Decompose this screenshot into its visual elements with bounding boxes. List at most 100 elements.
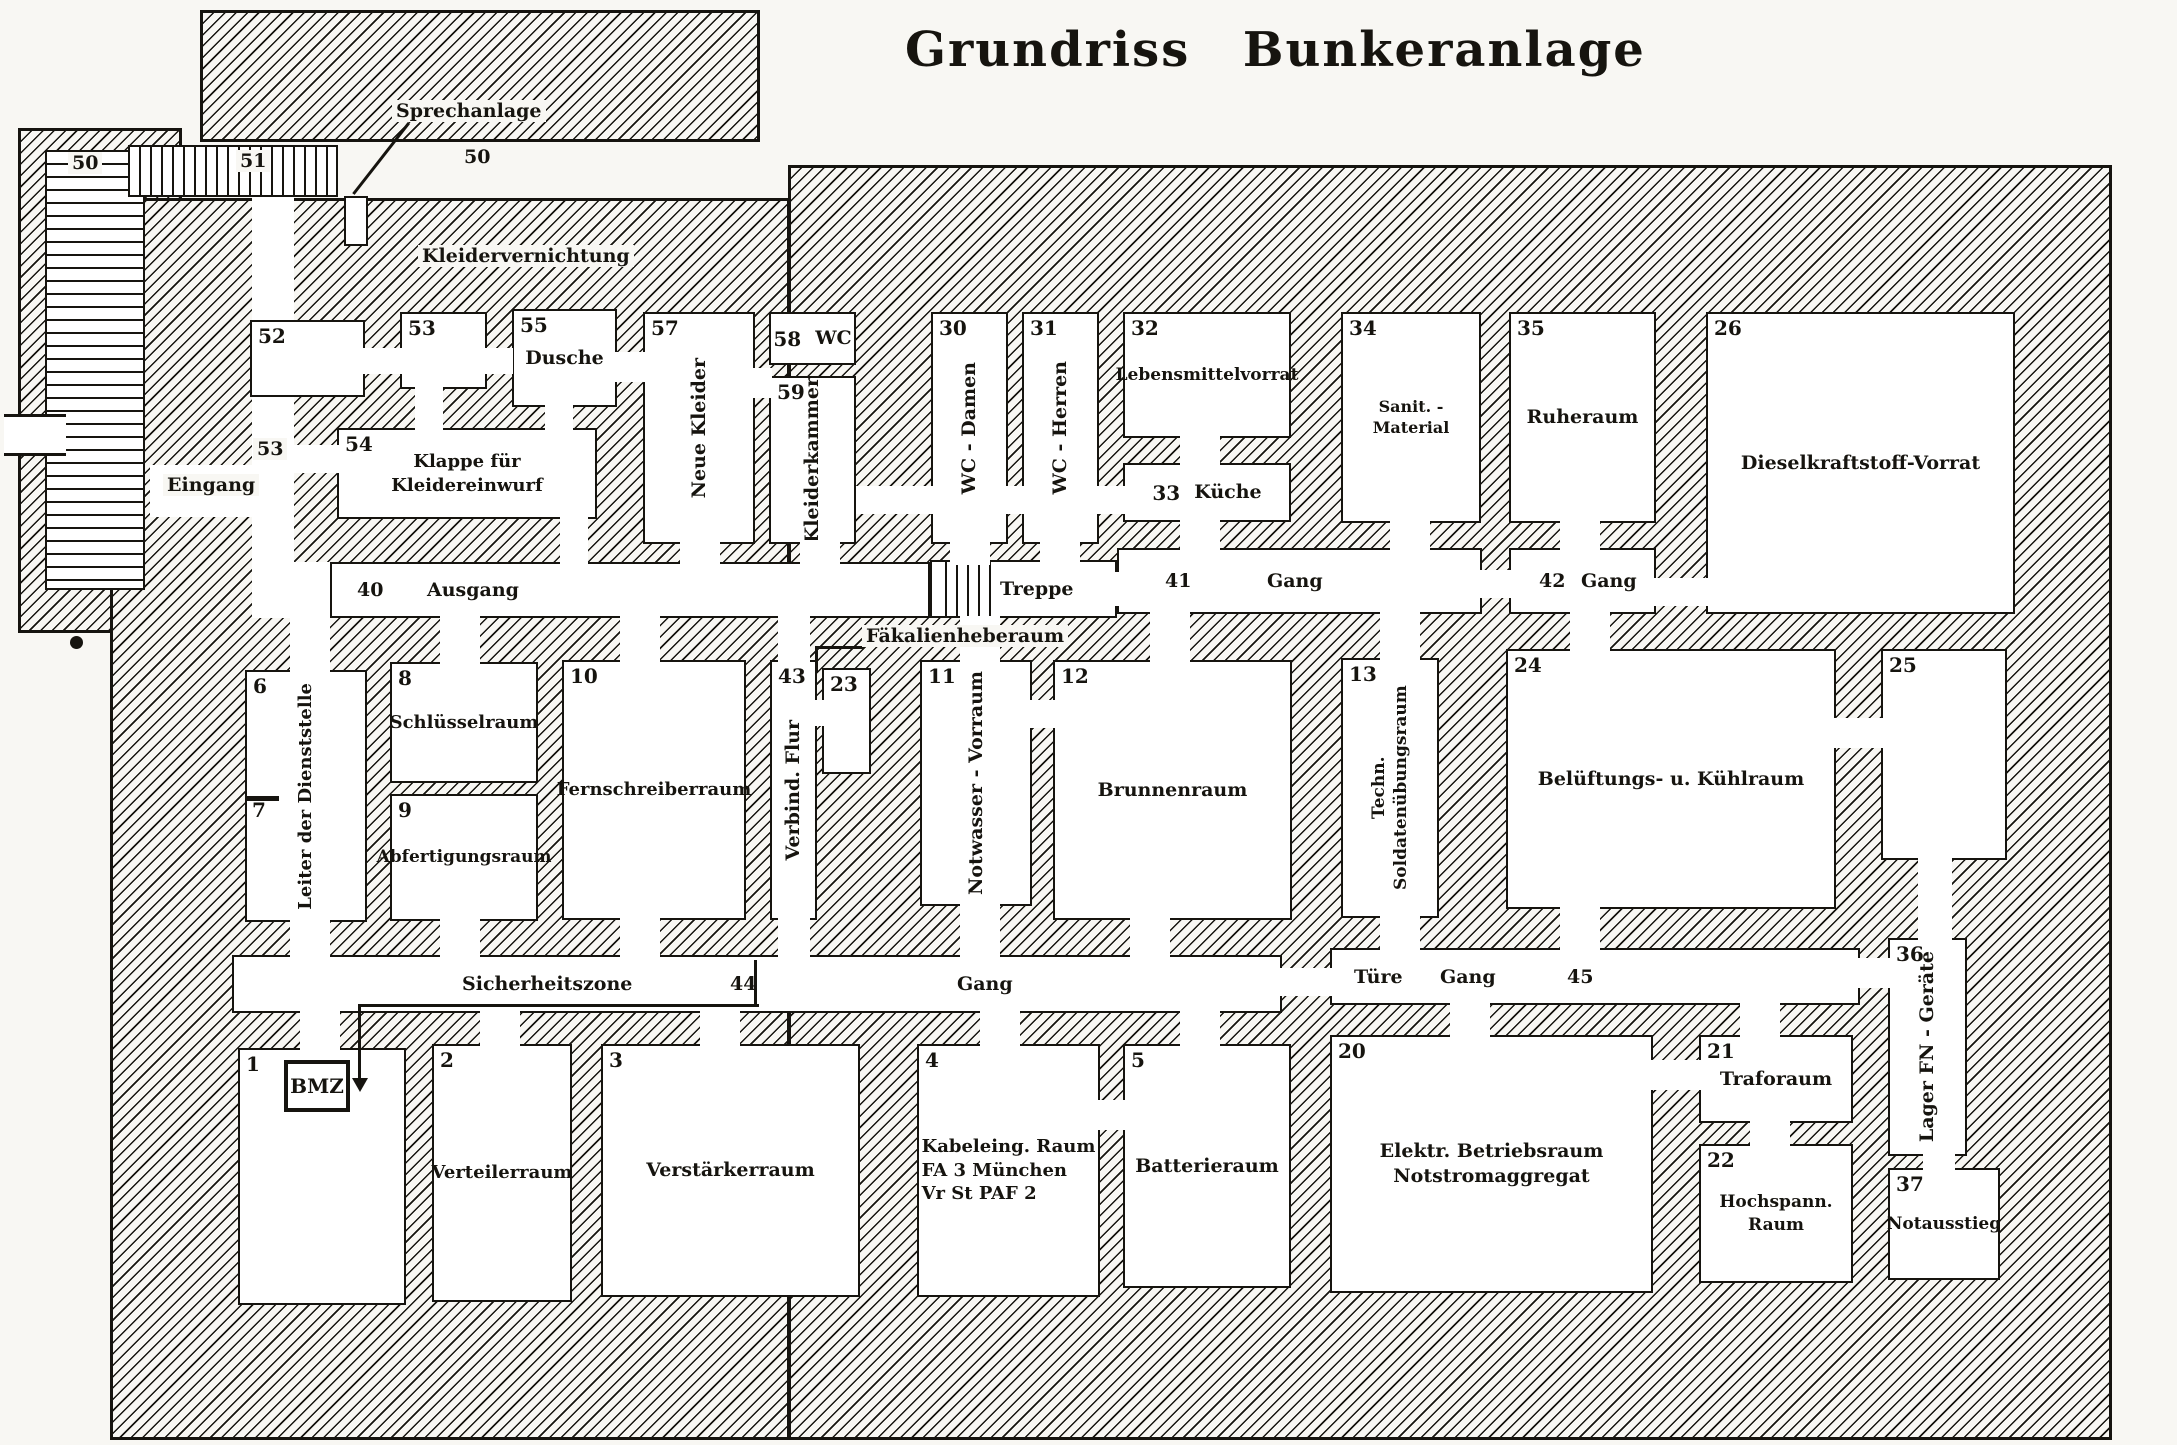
room-number: 20 <box>1338 1039 1366 1063</box>
door-opening-49 <box>1450 1002 1490 1038</box>
room-label: Fernschreiberraum <box>556 779 752 801</box>
room-number: 3 <box>609 1048 623 1072</box>
door-opening-3 <box>415 387 443 431</box>
door-opening-28 <box>1380 611 1420 661</box>
room-number: 9 <box>398 798 412 822</box>
door-opening-7 <box>752 368 772 398</box>
corridor-label: Ausgang <box>427 579 519 601</box>
room-number: 43 <box>778 664 806 688</box>
door-opening-16 <box>1180 518 1220 551</box>
room-number: 13 <box>1349 662 1377 686</box>
door-opening-31 <box>1918 856 1952 941</box>
door-opening-46 <box>700 1010 740 1047</box>
room-label: Hochspann. Raum <box>1719 1192 1833 1235</box>
corridor-label: Gang <box>1581 570 1637 592</box>
room-label: Belüftungs- u. Kühlraum <box>1537 767 1805 790</box>
corridor-label: Gang <box>1440 965 1496 988</box>
annotation-line-1 <box>818 646 864 649</box>
corridor-label: Treppe <box>1000 578 1074 600</box>
room-23: 23 <box>822 668 871 774</box>
room-number: 52 <box>258 324 286 348</box>
room-number: 12 <box>1061 664 1089 688</box>
door-opening-12 <box>680 540 720 565</box>
door-opening-23 <box>440 616 480 665</box>
door-opening-24 <box>620 616 660 663</box>
door-opening-37 <box>778 918 810 958</box>
door-opening-1 <box>485 348 513 374</box>
door-opening-41 <box>1380 914 1420 958</box>
staircase-2 <box>936 562 991 616</box>
door-opening-36 <box>620 918 660 958</box>
room-number: 58 <box>773 326 802 351</box>
room-53: 53 <box>400 312 487 389</box>
room-number: 10 <box>570 664 598 688</box>
door-opening-21 <box>1108 572 1120 606</box>
door-opening-9 <box>1000 486 1025 514</box>
room-label: Ruheraum <box>1526 406 1639 429</box>
door-opening-11 <box>1180 436 1220 465</box>
room-label: Verbind. Flur <box>782 719 805 861</box>
room-number: 32 <box>1131 316 1159 340</box>
door-opening-45 <box>480 1010 520 1047</box>
door-opening-30 <box>1834 718 1884 748</box>
room-label: Neue Kleider <box>687 357 710 499</box>
annotation-line-4 <box>361 1004 759 1007</box>
hallway-3 <box>252 562 334 618</box>
door-opening-2 <box>615 352 645 382</box>
room-number: 31 <box>1030 316 1058 340</box>
room-label: Kleiderkammer <box>801 376 824 544</box>
free-label-4: 50 <box>68 152 103 174</box>
bmz-box: BMZ <box>284 1060 350 1112</box>
room-number: 24 <box>1514 653 1542 677</box>
door-opening-22 <box>290 616 330 673</box>
intercom-box <box>344 196 368 246</box>
room-label: Batterieraum <box>1135 1154 1279 1177</box>
annotation-line-2 <box>815 646 818 672</box>
free-label-0: Sprechanlage <box>392 100 546 122</box>
room-number: 37 <box>1896 1172 1924 1196</box>
room-label: Verteilerraum <box>431 1162 573 1184</box>
door-opening-38 <box>960 902 1000 958</box>
free-label-2: Eingang <box>163 474 260 496</box>
room-number: 11 <box>928 664 956 688</box>
corridor-label: 45 <box>1567 965 1594 988</box>
door-opening-15 <box>1040 540 1080 565</box>
room-number: 33 <box>1152 480 1181 505</box>
room-number: 30 <box>939 316 967 340</box>
door-opening-32 <box>1030 700 1056 728</box>
door-opening-47 <box>980 1010 1020 1047</box>
room-label: Kabeleing. Raum FA 3 München Vr St PAF 2 <box>921 1136 1096 1205</box>
door-opening-44 <box>300 1010 340 1051</box>
door-opening-14 <box>950 540 990 565</box>
room-label: Schlüsselraum <box>389 711 539 733</box>
door-opening-48 <box>1180 1010 1220 1047</box>
room-number: 22 <box>1707 1148 1735 1172</box>
room-number: 54 <box>345 432 373 456</box>
hatched-wall-0 <box>200 10 760 142</box>
room-label: Lebensmittelvorrat <box>1115 364 1299 385</box>
room-number: 53 <box>408 316 436 340</box>
room-label: Brunnenraum <box>1097 778 1248 801</box>
room-label: Dieselkraftstoff-Vorrat <box>1740 451 1981 474</box>
door-opening-33 <box>815 700 825 726</box>
arrow-head-0 <box>352 1078 368 1092</box>
room-label: Verstärkerraum <box>646 1159 815 1182</box>
